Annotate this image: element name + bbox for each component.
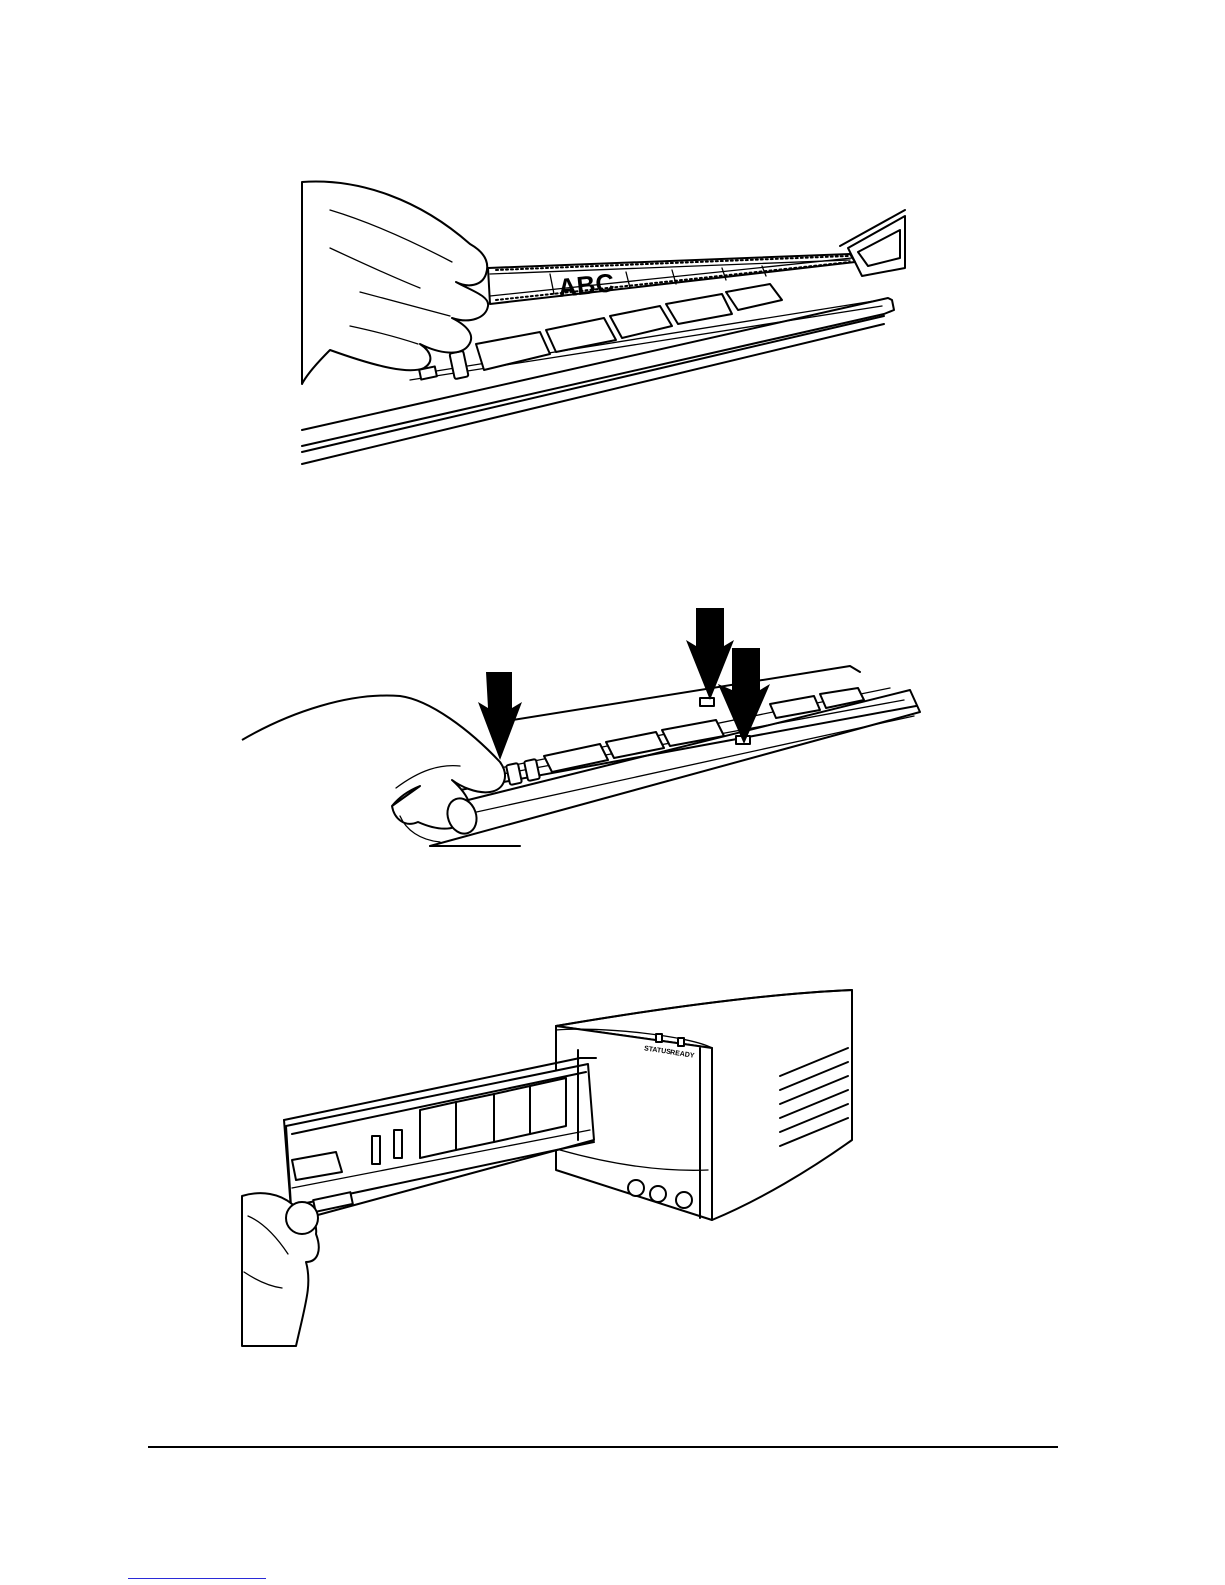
film-holder-closed-illustration [240, 604, 924, 848]
figure-load-film: ABC [300, 178, 910, 470]
film-scanner-device: STATUS READY [556, 990, 852, 1220]
holder-slot [394, 1130, 402, 1158]
ready-indicator-icon [678, 1038, 684, 1046]
figure-close-holder [240, 604, 924, 848]
scanner-button [628, 1180, 644, 1196]
film-label-abc: ABC [556, 267, 615, 303]
film-holder [284, 1050, 596, 1222]
scanner-insert-illustration: STATUS READY [240, 978, 856, 1348]
press-arrow-icon [718, 648, 770, 744]
latch-tab [700, 698, 714, 706]
holder-slot [372, 1136, 380, 1164]
footer-rule [148, 1446, 1058, 1448]
figure-insert-holder: STATUS READY [240, 978, 856, 1348]
status-indicator-icon [656, 1034, 662, 1042]
scanner-button [650, 1186, 666, 1202]
scanner-button [676, 1192, 692, 1208]
hand-icon [242, 695, 505, 842]
hand-icon [242, 1193, 319, 1346]
film-holder-open-illustration: ABC [300, 178, 910, 470]
footer-link-underline [128, 1578, 266, 1579]
